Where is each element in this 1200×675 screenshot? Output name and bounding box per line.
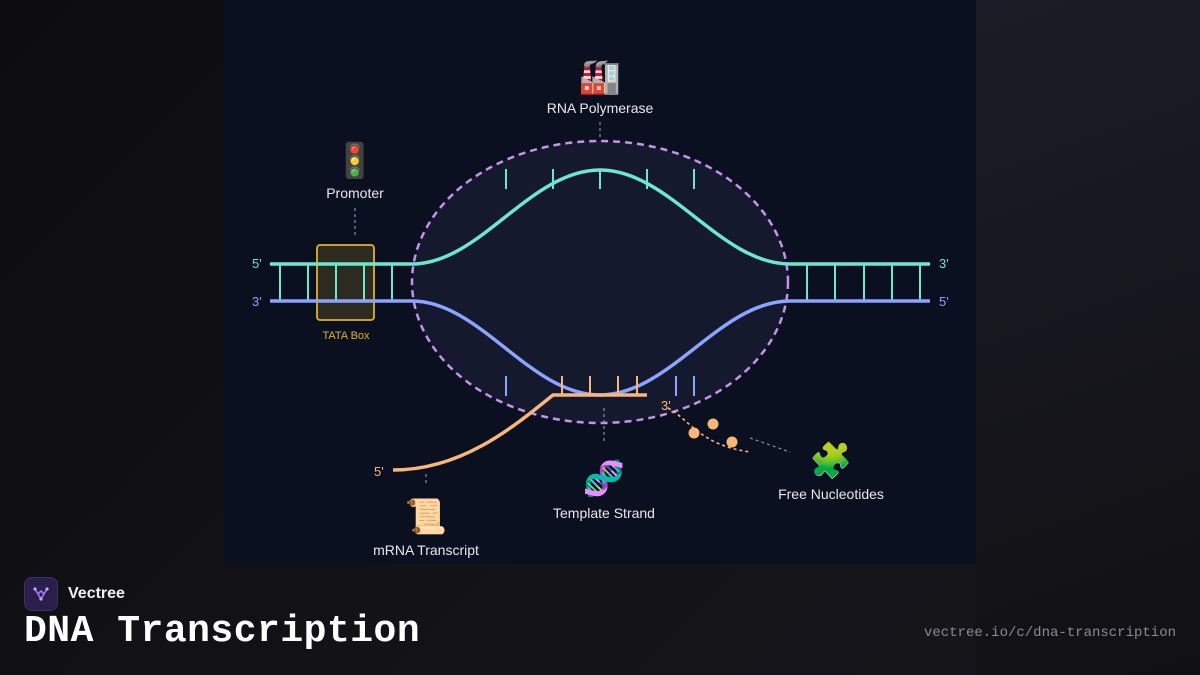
mrna-transcript-label: mRNA Transcript (373, 542, 479, 558)
left-base-pairs (279, 264, 393, 300)
mrna-transcript-icon: 📜 (405, 498, 447, 536)
mrna-three-prime-end: 3' (661, 398, 671, 413)
free-nucleotide (726, 436, 738, 448)
tata-box-highlight (316, 244, 375, 321)
template-strand-icon: 🧬 (583, 458, 625, 499)
mrna-base-pairs (561, 376, 638, 395)
template-strand-bases (505, 376, 695, 396)
free-nucleotide (707, 418, 719, 430)
page-title: DNA Transcription (24, 610, 421, 653)
tree-icon (33, 587, 49, 601)
tata-box-label: TATA Box (322, 330, 370, 342)
mrna-five-prime-end: 5' (374, 464, 384, 479)
brand[interactable]: Vectree (24, 577, 125, 611)
template-strand-left-end: 3' (252, 294, 262, 309)
promoter-label: Promoter (326, 185, 384, 201)
mrna-strand (392, 393, 647, 472)
right-base-pairs (806, 264, 921, 300)
transcription-bubble (410, 139, 790, 425)
label-connectors (354, 122, 791, 486)
page-url[interactable]: vectree.io/c/dna-transcription (923, 625, 1176, 641)
vectree-logo (24, 577, 58, 611)
free-nucleotides-label: Free Nucleotides (778, 486, 884, 502)
brand-name: Vectree (68, 585, 125, 602)
rna-polymerase-label: RNA Polymerase (547, 100, 654, 116)
coding-strand-right-end: 3' (939, 256, 949, 271)
free-nucleotides-icon: 🧩 (810, 441, 852, 480)
coding-strand-left-end: 5' (252, 256, 262, 271)
coding-strand-bases (505, 169, 695, 189)
promoter-icon: 🚦 (334, 141, 376, 180)
nucleotide-path (667, 407, 751, 453)
background-right (976, 0, 1200, 675)
template-strand-right-end: 5' (939, 294, 949, 309)
template-strand-label: Template Strand (553, 505, 655, 521)
rna-polymerase-icon: 🏭 (579, 58, 621, 96)
free-nucleotide (688, 427, 700, 439)
